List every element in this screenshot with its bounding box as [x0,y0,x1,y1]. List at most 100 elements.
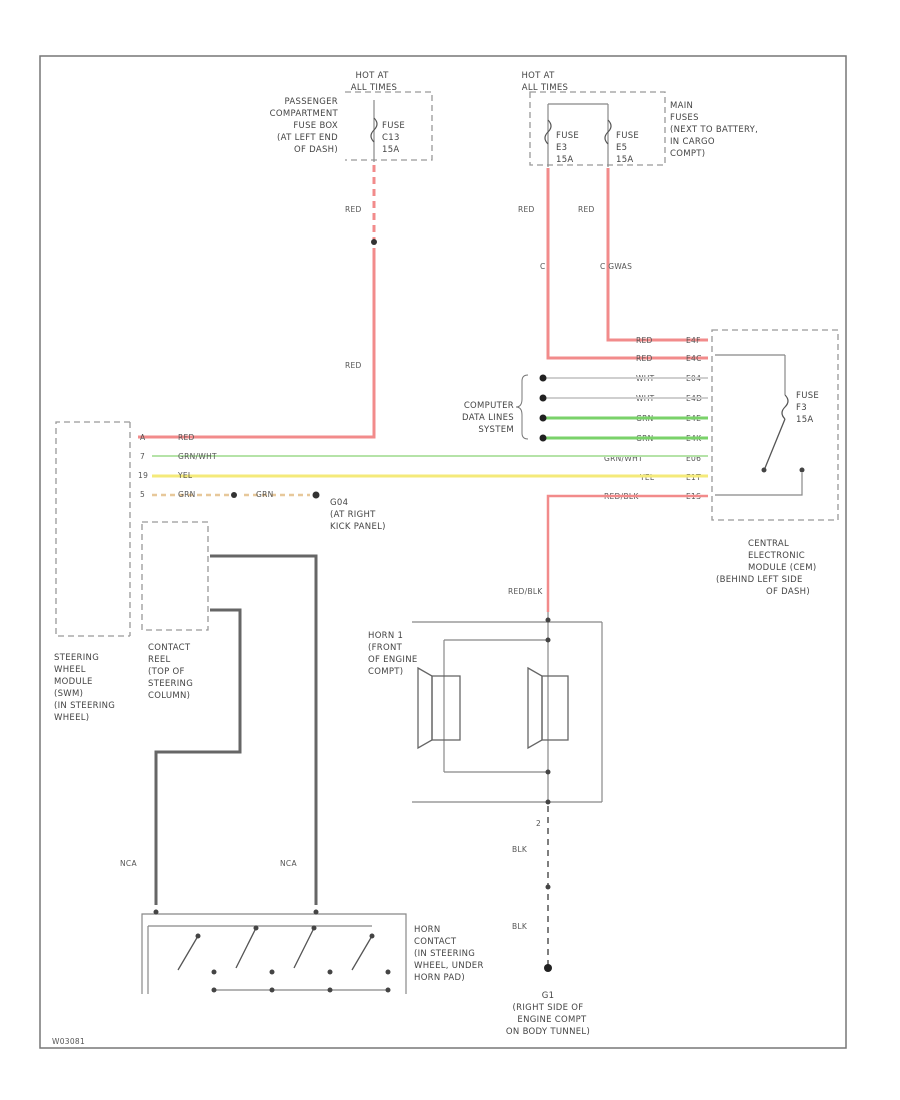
wire-color-label: BLK [512,922,528,931]
fuse-f3-label: FUSE [796,391,819,401]
horn-speaker-icon [527,666,543,750]
horn-pin: 2 [536,819,541,828]
fuse-box-label-line: (AT LEFT END [277,133,338,143]
horn-contact-label: CONTACT [414,937,457,947]
contact-reel-label: REEL [148,655,171,665]
wire-color-label: RED [345,361,362,370]
cem-pin: E4C [686,354,702,363]
ground-g1-label: (RIGHT SIDE OF [513,1003,584,1013]
cem-label: MODULE (CEM) [748,563,816,573]
red-feed-wires: RED RED RED RED C C GWAS [138,165,708,439]
wire-color-label: RED/BLK [508,587,543,596]
steering-wheel-module: A 7 19 5 STEERING WHEEL MODULE (SWM) (IN… [54,421,148,723]
contact-reel: CONTACT REEL (TOP OF STEERING COLUMN) NC… [120,521,318,905]
horn-label: HORN 1 [368,631,403,641]
fuse-c13-label: C13 [382,133,400,143]
horn-label: OF ENGINE [368,655,418,665]
connector-label: C [540,262,546,271]
hot-at-label-1: HOT AT [355,71,389,81]
wire-color-label: RED [636,354,653,363]
ground-g1-label: ENGINE COMPT [517,1015,587,1025]
swm-label: WHEEL [54,665,86,675]
ground-g04-label: KICK PANEL) [330,522,386,532]
data-lines-label: COMPUTER [464,401,514,411]
wire-color-label: GRN/WHT [604,454,643,463]
cem-label: (BEHIND LEFT SIDE [716,575,803,585]
wire-color-label: GRN/WHT [178,452,217,461]
cem-switch [764,418,786,469]
main-fuses: HOT AT ALL TIMES FUSE E3 15A FUSE E5 15A… [521,71,758,167]
horn-speaker-icon [417,666,433,750]
wire-color-label: RED [518,205,535,214]
central-electronic-module: FUSE F3 15A CENTRAL ELECTRONIC MODULE (C… [604,329,839,597]
fuse-e5-label: E5 [616,143,627,153]
hot-at-label-2: ALL TIMES [522,83,569,93]
contact-reel-label: CONTACT [148,643,191,653]
swm-pin: 5 [140,490,145,499]
fuse-box-label-line: COMPARTMENT [270,109,339,119]
fuse-e5-label: FUSE [616,131,639,141]
fuse-box-label-line: PASSENGER [285,97,338,107]
fuse-e3-label: FUSE [556,131,579,141]
contact-reel-label: STEERING [148,679,193,689]
fuse-e3-label: E3 [556,143,567,153]
swm-label: MODULE [54,677,93,687]
contact-reel-label: COLUMN) [148,691,190,701]
wire-color-label: YEL [177,471,193,480]
ground-g1-label: ON BODY TUNNEL) [506,1027,590,1037]
swm-pin: 7 [140,452,145,461]
ground-g04-icon [312,491,320,499]
ground-g1-label: G1 [542,991,555,1001]
horn-contact-label: HORN [414,925,441,935]
contact-reel-label: (TOP OF [148,667,185,677]
connector-label: C GWAS [600,262,632,271]
horn-1: RED/BLK HORN 1 (FRONT OF ENGINE COMPT) 2… [368,587,603,1037]
fuse-f3-icon [781,394,789,420]
main-fuses-label: MAIN [670,101,693,111]
computer-data-lines: COMPUTER DATA LINES SYSTEM [462,374,708,442]
cem-label: OF DASH) [766,587,810,597]
wire-color-label: RED [345,205,362,214]
wire-color-label: NCA [120,859,137,868]
data-lines-label: SYSTEM [478,425,514,435]
horn-label: COMPT) [368,667,403,677]
wire-color-label: RED [178,433,195,442]
swm-label: (SWM) [54,689,83,699]
fuse-c13-label: 15A [382,145,400,155]
hot-at-label-2: ALL TIMES [351,83,398,93]
cem-label: CENTRAL [748,539,789,549]
ground-g04-label: G04 [330,498,348,508]
horn-contact-label: HORN PAD) [414,973,465,983]
wire-color-label: BLK [512,845,528,854]
fuse-e3-label: 15A [556,155,574,165]
main-fuses-label: (NEXT TO BATTERY, [670,125,758,135]
horn-label: (FRONT [368,643,403,653]
ground-g1-icon [544,964,552,972]
fuse-f3-label: F3 [796,403,807,413]
cem-pin: E4F [686,336,701,345]
ground-g04-label: (AT RIGHT [330,510,376,520]
swm-pin: 19 [138,471,148,480]
fuse-c13-icon [370,117,378,143]
fuse-e3-icon [544,119,552,145]
passenger-fuse-box: HOT AT ALL TIMES PASSENGER COMPARTMENT F… [270,71,433,162]
diagram-frame [39,55,847,1049]
swm-label: (IN STEERING [54,701,115,711]
horn-contact-label: WHEEL, UNDER [414,961,484,971]
horn-contact-label: (IN STEERING [414,949,475,959]
cem-pin: E06 [686,454,701,463]
fuse-e5-icon [604,119,612,145]
swm-label: WHEEL) [54,713,89,723]
wire-color-label: GRN [178,490,196,499]
hot-at-label-1: HOT AT [521,71,555,81]
main-fuses-label: IN CARGO [670,137,715,147]
diagram-id: W03081 [52,1037,85,1046]
horn-contact-switches [177,925,391,993]
wire-color-label: RED [578,205,595,214]
fuse-box-label-line: OF DASH) [294,145,338,155]
main-fuses-label: COMPT) [670,149,705,159]
data-lines-label: DATA LINES [462,413,514,423]
swm-pin: A [140,433,146,442]
fuse-box-label-line: FUSE BOX [293,121,338,131]
